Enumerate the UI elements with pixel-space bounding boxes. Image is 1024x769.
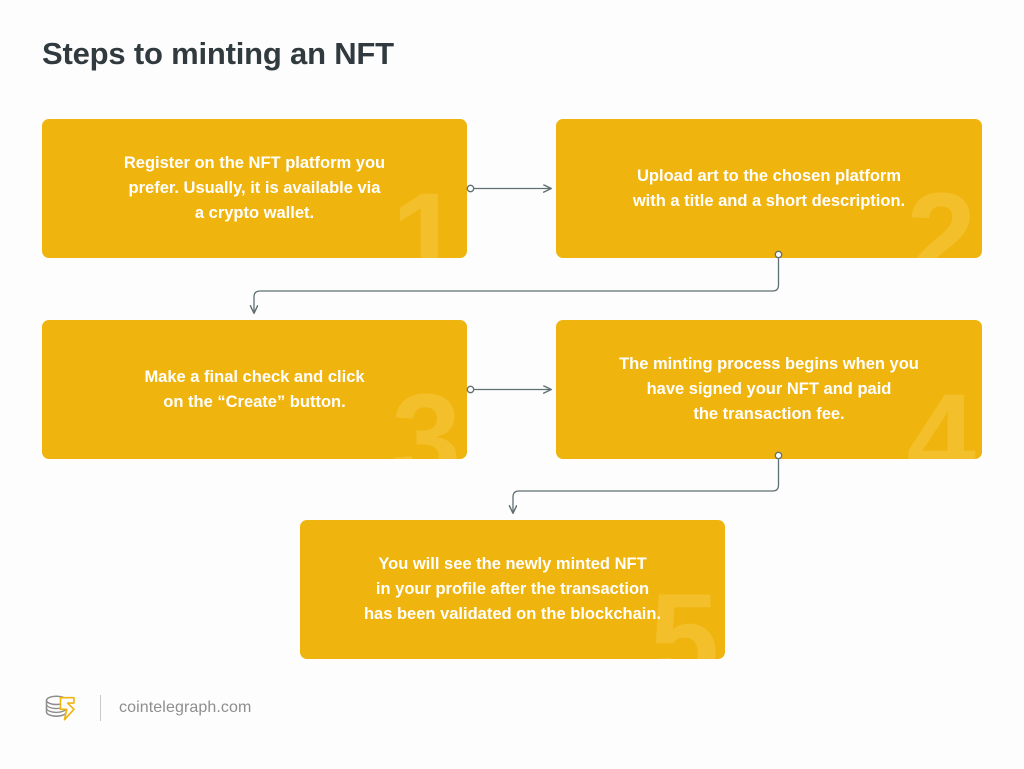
connector-step-4-to-step-5 [513, 451, 783, 513]
connector-step-2-to-step-3 [254, 250, 783, 313]
step-box-4: 4 The minting process begins when you ha… [556, 320, 982, 459]
step-box-2: 2 Upload art to the chosen platform with… [556, 119, 982, 258]
connector-step-3-to-step-4 [466, 385, 551, 394]
step-box-3: 3 Make a final check and click on the “C… [42, 320, 467, 459]
step-text-4: The minting process begins when you have… [619, 354, 919, 424]
cointelegraph-logo-icon [45, 695, 75, 721]
footer: cointelegraph.com [42, 686, 251, 730]
connector-step-1-to-step-2 [466, 184, 551, 193]
footer-divider [100, 695, 101, 721]
connector-start-dot-1 [466, 184, 475, 193]
step-box-5: 5 You will see the newly minted NFT in y… [300, 520, 725, 659]
connector-line-2-3 [254, 258, 780, 313]
step-text-3: Make a final check and click on the “Cre… [144, 367, 365, 411]
connector-start-dot-3 [466, 385, 475, 394]
page-title: Steps to minting an NFT [42, 36, 394, 71]
step-text-5: You will see the newly minted NFT in you… [363, 554, 662, 624]
step-text-1: Register on the NFT platform you prefer.… [123, 153, 386, 223]
footer-site-label: cointelegraph.com [119, 699, 252, 716]
connector-line-4-5 [513, 459, 780, 513]
step-text-2: Upload art to the chosen platform with a… [632, 166, 906, 210]
step-box-1: 1 Register on the NFT platform you prefe… [42, 119, 467, 258]
